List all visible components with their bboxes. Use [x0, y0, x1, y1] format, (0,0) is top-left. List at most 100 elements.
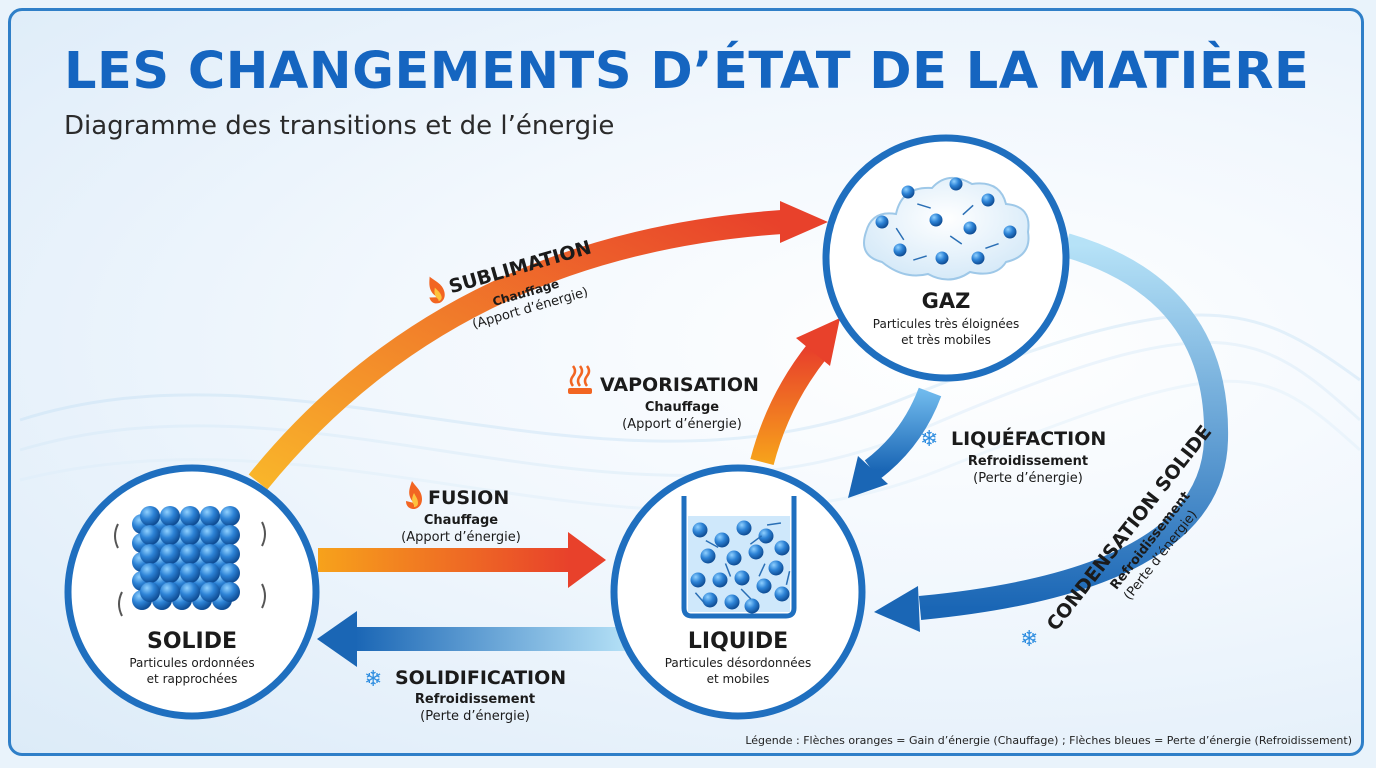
particle [971, 251, 985, 265]
particle [220, 544, 240, 564]
fusion-name: FUSION [428, 487, 509, 509]
motion-arrow [785, 571, 791, 585]
particle [712, 572, 728, 588]
condensation-arrow [874, 233, 1229, 632]
particle [140, 563, 160, 583]
liquefaction-arrow [848, 387, 942, 498]
motion-arrow [724, 563, 732, 577]
particle [893, 243, 907, 257]
particle [744, 598, 760, 614]
solidification-name: SOLIDIFICATION [395, 667, 566, 689]
particle [160, 544, 180, 564]
particle [200, 582, 220, 602]
sublimation-arrow [248, 201, 828, 490]
motion-arrow [749, 535, 763, 545]
particle [935, 251, 949, 265]
solidification-line2: (Perte d’énergie) [420, 709, 530, 724]
particle [949, 177, 963, 191]
particle [774, 540, 790, 556]
solidification-line1: Refroidissement [415, 692, 535, 707]
particle [220, 525, 240, 545]
vibration-mark [261, 521, 266, 547]
vibration-mark [261, 583, 266, 609]
particle [748, 544, 764, 560]
particle [700, 548, 716, 564]
label-liquefaction: ❄ LIQUÉFACTION Refroidissement (Perte d’… [920, 427, 1106, 486]
particle [200, 525, 220, 545]
particle [758, 528, 774, 544]
state-desc-liquide-1: Particules désordonnées [665, 656, 812, 670]
page-subtitle: Diagramme des transitions et de l’énergi… [64, 111, 615, 141]
particle [160, 506, 180, 526]
liquefaction-line2: (Perte d’énergie) [973, 471, 1083, 486]
particle [160, 582, 180, 602]
particle [768, 560, 784, 576]
snowflake-icon: ❄ [920, 427, 938, 452]
fusion-line1: Chauffage [424, 513, 498, 528]
state-liquide: LIQUIDE Particules désordonnées et mobil… [610, 464, 866, 720]
particle [702, 592, 718, 608]
particle [140, 506, 160, 526]
particle [756, 578, 772, 594]
vaporisation-line2: (Apport d’énergie) [622, 417, 742, 432]
particle [724, 594, 740, 610]
particle [200, 563, 220, 583]
snowflake-icon: ❄ [364, 667, 382, 692]
state-desc-gaz-1: Particules très éloignées [873, 317, 1019, 331]
particle [726, 550, 742, 566]
snowflake-icon: ❄ [1020, 627, 1038, 652]
particle [180, 506, 200, 526]
motion-arrow [705, 539, 719, 549]
label-vaporisation: VAPORISATION Chauffage (Apport d’énergie… [568, 365, 759, 432]
beaker-icon [681, 496, 797, 619]
liquefaction-name: LIQUÉFACTION [951, 427, 1106, 450]
solid-particles [132, 506, 240, 610]
state-name-solide: SOLIDE [147, 629, 237, 654]
solidification-arrow [317, 611, 630, 667]
particle [774, 586, 790, 602]
state-name-gaz: GAZ [922, 289, 971, 313]
motion-arrow [917, 203, 931, 209]
state-gaz: GAZ Particules très éloignées et très mo… [822, 134, 1070, 382]
particle [180, 544, 200, 564]
label-fusion: FUSION Chauffage (Apport d’énergie) [401, 481, 521, 545]
particle [736, 520, 752, 536]
particle [901, 185, 915, 199]
motion-arrow [895, 227, 905, 241]
particle [734, 570, 750, 586]
flame-icon [406, 481, 422, 509]
particle [875, 215, 889, 229]
motion-arrow [694, 592, 706, 604]
vibration-mark [118, 591, 123, 617]
fusion-line2: (Apport d’énergie) [401, 530, 521, 545]
state-solide: SOLIDE Particules ordonnées et rapproché… [64, 464, 320, 720]
particle [690, 572, 706, 588]
label-solidification: ❄ SOLIDIFICATION Refroidissement (Perte … [364, 667, 566, 724]
liquid-particles [690, 520, 791, 614]
fusion-arrow [318, 532, 606, 588]
particle [692, 522, 708, 538]
particle [929, 213, 943, 227]
particle [963, 221, 977, 235]
particle [220, 582, 240, 602]
particle [180, 525, 200, 545]
motion-arrow [766, 522, 782, 526]
motion-arrow [758, 563, 766, 577]
state-desc-liquide-2: et mobiles [707, 672, 770, 686]
particle [200, 544, 220, 564]
motion-arrow [913, 255, 927, 261]
state-name-liquide: LIQUIDE [688, 629, 788, 654]
page-title: LES CHANGEMENTS D’ÉTAT DE LA MATIÈRE [64, 42, 1310, 101]
particle [160, 525, 180, 545]
particle [160, 563, 180, 583]
particle [714, 532, 730, 548]
particle [1003, 225, 1017, 239]
vaporisation-line1: Chauffage [645, 400, 719, 415]
gas-particles [875, 177, 1017, 265]
state-desc-solide-1: Particules ordonnées [129, 656, 254, 670]
particle [140, 582, 160, 602]
state-desc-solide-2: et rapprochées [147, 672, 238, 686]
vibration-mark [114, 523, 119, 549]
